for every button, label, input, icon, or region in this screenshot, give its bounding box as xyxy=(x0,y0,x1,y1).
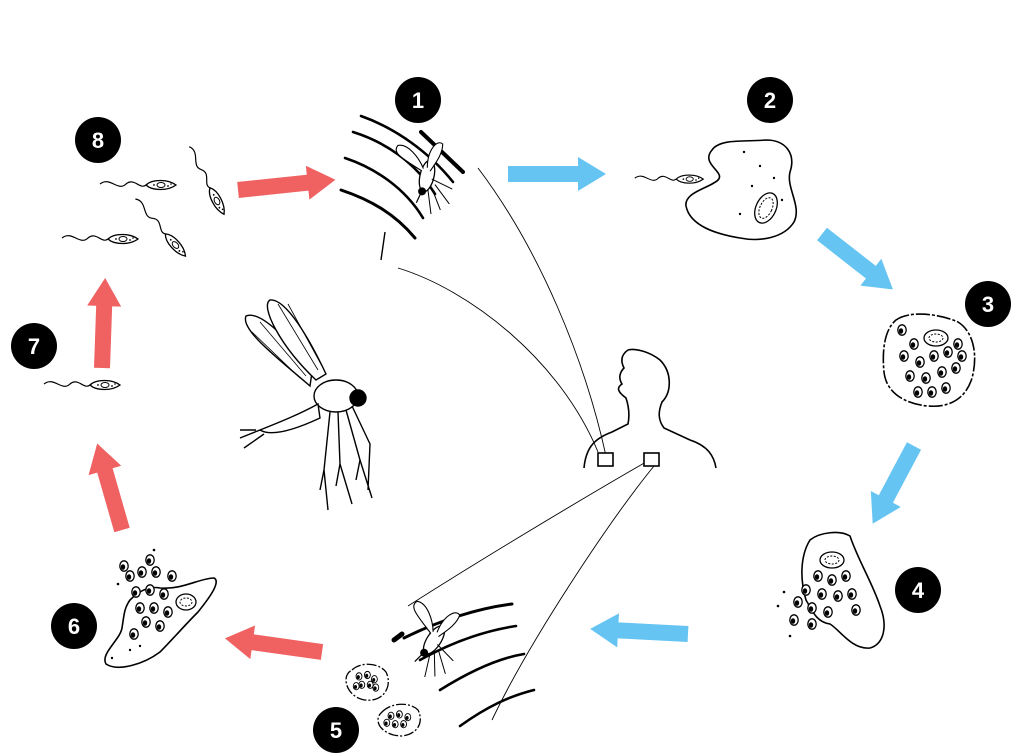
svg-text:2: 2 xyxy=(764,88,776,113)
stage-3-cell xyxy=(883,314,974,406)
svg-text:5: 5 xyxy=(330,718,342,743)
arrow-2-to-3 xyxy=(812,221,904,303)
svg-text:1: 1 xyxy=(412,88,424,113)
macrophage-icon xyxy=(686,140,796,239)
stage-2-cells xyxy=(635,140,796,239)
badge-5: 5 xyxy=(313,707,359,753)
badge-1: 1 xyxy=(395,77,441,123)
badge-6: 6 xyxy=(51,603,97,649)
arrow-4-to-5 xyxy=(589,612,689,651)
human-silhouette-icon xyxy=(584,349,716,468)
promastigote-icon xyxy=(62,145,228,259)
svg-text:7: 7 xyxy=(28,334,40,359)
badge-7: 7 xyxy=(11,323,57,369)
skin-bite-stage-1 xyxy=(341,116,463,260)
badge-8: 8 xyxy=(75,117,121,163)
arrow-5-to-6 xyxy=(223,622,325,669)
arrow-8-to-1 xyxy=(236,163,337,207)
badge-4: 4 xyxy=(895,567,941,613)
amastigote-cluster-icon xyxy=(105,549,216,668)
arrow-6-to-7 xyxy=(81,439,138,535)
svg-text:4: 4 xyxy=(912,578,925,603)
arrow-1-to-2 xyxy=(508,157,606,191)
stage-7-promastigote xyxy=(44,381,120,390)
svg-text:3: 3 xyxy=(982,292,994,317)
badge-2: 2 xyxy=(747,77,793,123)
arrow-7-to-8 xyxy=(85,277,122,368)
badge-3: 3 xyxy=(965,281,1011,327)
arrow-3-to-4 xyxy=(858,438,929,532)
svg-text:8: 8 xyxy=(92,128,104,153)
sandfly-icon xyxy=(240,300,372,510)
stage-4-cell xyxy=(777,533,884,649)
svg-text:6: 6 xyxy=(68,614,80,639)
